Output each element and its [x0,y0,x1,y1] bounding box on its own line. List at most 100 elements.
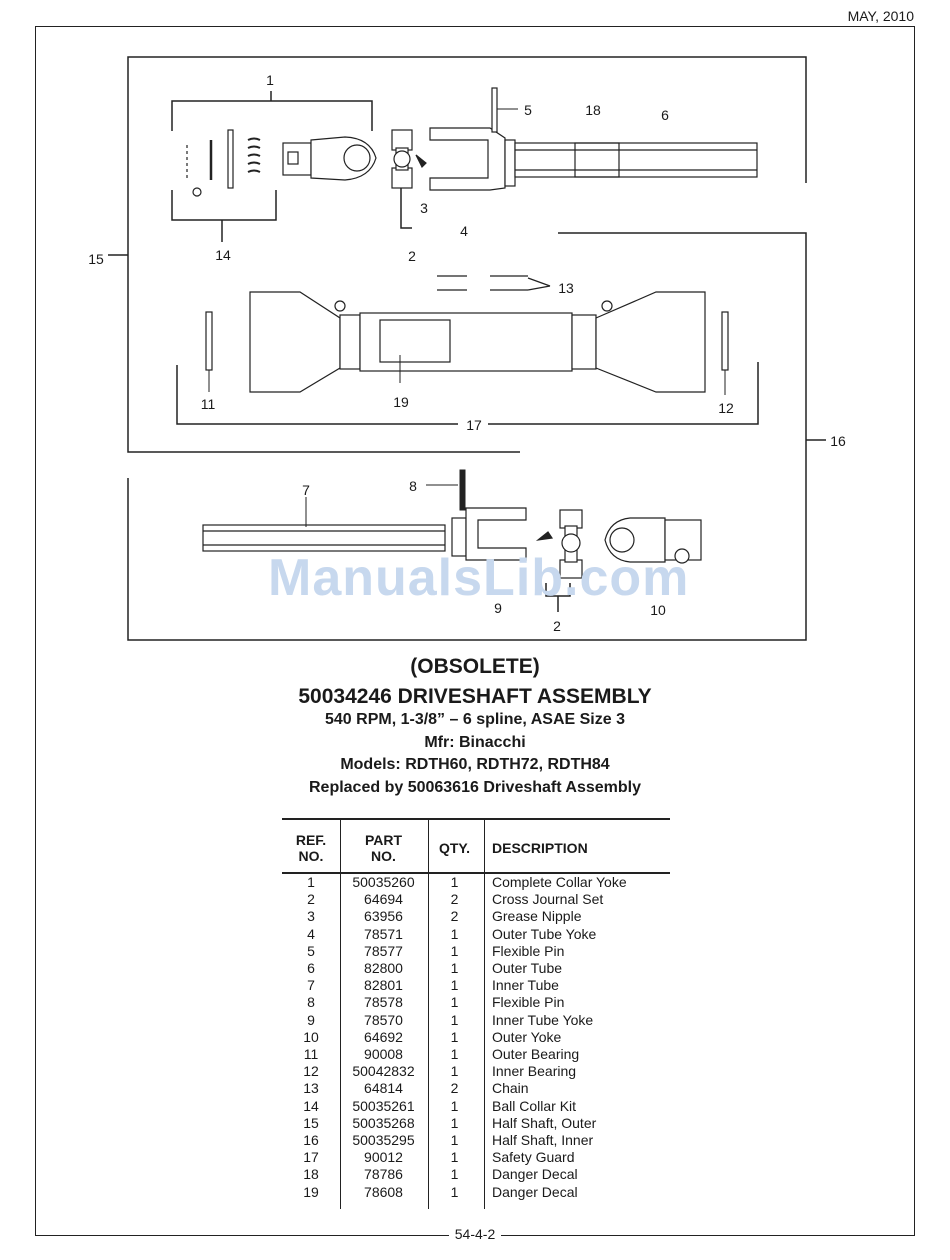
callout-2-upper: 2 [408,248,416,264]
callout-13: 13 [558,280,574,296]
qty-cell: 2 [450,1080,459,1097]
page-number: 54-4-2 [448,1226,502,1242]
description-cell: Cross Journal Set [492,891,604,908]
ref-cell: 5 [307,942,315,959]
description-cell: Flexible Pin [492,942,565,959]
ref-cell: 19 [303,1183,319,1200]
qty-cell: 1 [450,1097,459,1114]
part-header-line1: PART [364,832,403,848]
qty-cell: 1 [450,1028,459,1045]
qty-cell: 1 [450,942,459,959]
cross-journal-upper [391,129,427,189]
qty-cell: 1 [450,960,459,977]
callout-4: 4 [460,223,468,239]
part-number-cell: 90012 [364,1149,403,1166]
description-cell: Inner Bearing [492,1063,577,1080]
part-number-cell: 78578 [364,994,403,1011]
description-cell: Danger Decal [492,1183,578,1200]
callout-15: 15 [88,251,104,267]
part-number-cell: 64692 [364,1028,403,1045]
callout-18: 18 [585,102,601,118]
ball-collar-kit [186,129,261,197]
description-cell: Safety Guard [492,1149,575,1166]
ref-cell: 3 [307,908,315,925]
part-number-cell: 50035261 [352,1097,415,1114]
obsolete-label: (OBSOLETE) [410,655,540,678]
ref-cell: 15 [303,1114,319,1131]
part-number-cell: 78571 [364,925,403,942]
col-ref-header: REF. NO. [282,818,340,874]
column-divider [340,818,341,1209]
description-cell: Outer Yoke [492,1028,562,1045]
revision-date: MAY, 2010 [847,8,914,24]
callout-16: 16 [830,433,846,449]
outer-tube-yoke [429,127,516,191]
ref-cell: 13 [303,1080,319,1097]
callout-3: 3 [420,200,428,216]
qty-cell: 1 [450,1166,459,1183]
ref-header-line2: NO. [298,848,324,864]
collar-yoke [282,136,377,181]
part-number-cell: 78608 [364,1183,403,1200]
ref-cell: 10 [303,1028,319,1045]
cross-journal-lower [535,509,583,579]
replacement-line: Replaced by 50063616 Driveshaft Assembly [308,779,642,796]
part-number-cell: 82800 [364,960,403,977]
qty-cell: 1 [450,1063,459,1080]
models-line: Models: RDTH60, RDTH72, RDTH84 [340,756,610,773]
description-cell: Half Shaft, Inner [492,1132,594,1149]
ref-cell: 18 [303,1166,319,1183]
callout-8: 8 [409,478,417,494]
part-number-cell: 64814 [364,1080,403,1097]
qty-cell: 1 [450,977,459,994]
chains [437,275,551,291]
part-number-cell: 50042832 [352,1063,415,1080]
description-cell: Inner Tube Yoke [492,1011,594,1028]
callout-11: 11 [200,396,216,412]
qty-cell: 1 [450,1011,459,1028]
description-cell: Outer Bearing [492,1046,580,1063]
callout-9: 9 [494,600,502,616]
ref-cell: 4 [307,925,315,942]
qty-cell: 1 [450,1183,459,1200]
description-cell: Grease Nipple [492,908,582,925]
col-description-header: DESCRIPTION [482,818,670,874]
callout-17: 17 [466,417,482,433]
description-cell: Inner Tube [492,977,559,994]
callout-5: 5 [524,102,532,118]
col-part-header: PART NO. [340,818,427,874]
inner-tube-yoke [451,507,527,561]
callout-6: 6 [661,107,669,123]
callout-19: 19 [393,394,409,410]
inner-bearing [721,311,729,371]
table-row: 16 50035295 1 Half Shaft, Inner [282,1132,670,1149]
qty-cell: 1 [450,994,459,1011]
qty-cell: 1 [450,1132,459,1149]
manufacturer-line: Mfr: Binacchi [424,734,526,751]
part-number-cell: 50035268 [352,1114,415,1131]
callout-2-lower: 2 [553,618,561,634]
part-number-cell: 78577 [364,942,403,959]
part-number-cell: 82801 [364,977,403,994]
part-number-cell: 50035295 [352,1132,415,1149]
outer-yoke [604,517,702,564]
callout-14: 14 [215,247,231,263]
column-divider [484,818,485,1209]
part-number-cell: 50035260 [352,874,415,890]
callout-7: 7 [302,482,310,498]
description-cell: Half Shaft, Outer [492,1114,597,1131]
spec-line: 540 RPM, 1-3/8” – 6 spline, ASAE Size 3 [325,711,625,728]
qty-cell: 1 [450,925,459,942]
ref-cell: 16 [303,1132,319,1149]
ref-cell: 7 [307,977,315,994]
